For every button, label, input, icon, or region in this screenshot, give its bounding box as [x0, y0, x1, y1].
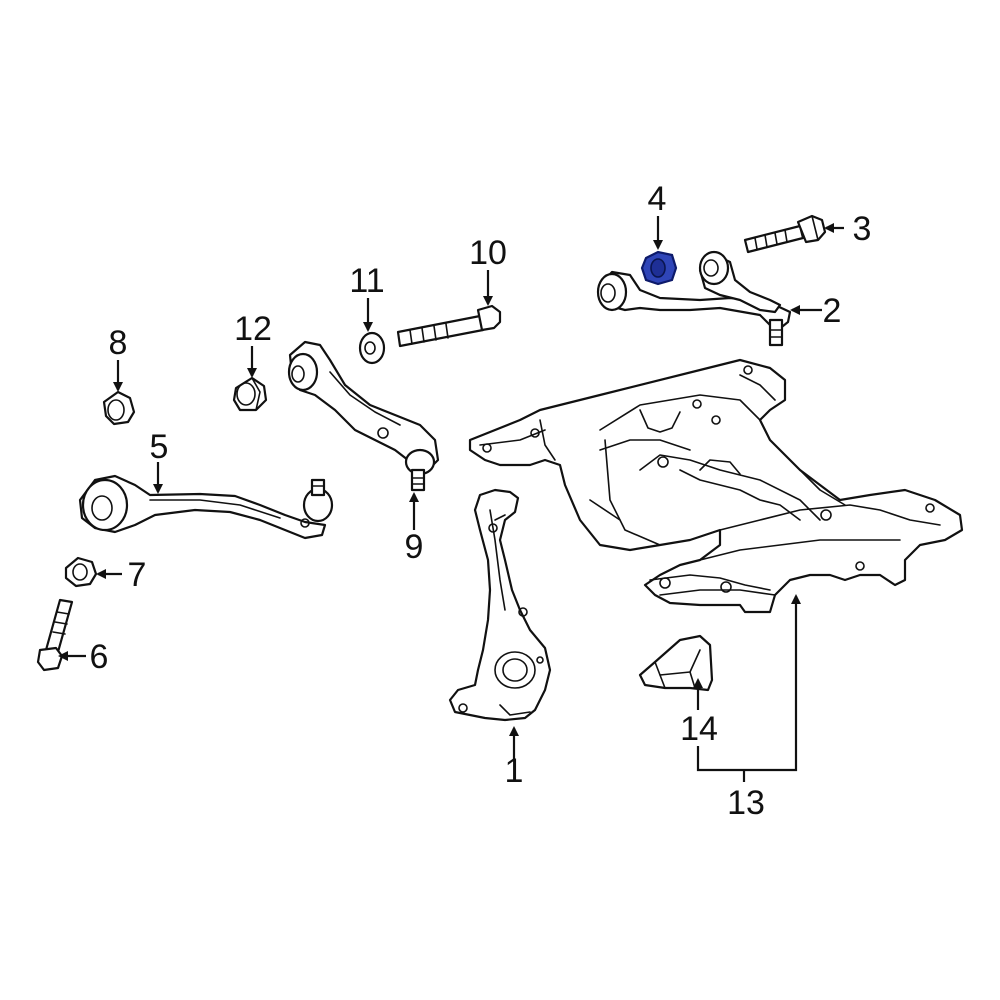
callout-12: 12 — [234, 310, 272, 348]
upper-arm-bolt-part[interactable] — [743, 214, 827, 254]
lower-arm-bolt-part[interactable] — [396, 304, 502, 348]
callout-labels: 1 2 3 4 5 6 7 8 9 10 11 12 13 14 — [90, 180, 872, 822]
upper-arm-nut-part[interactable] — [640, 250, 678, 286]
callout-8: 8 — [109, 324, 128, 362]
callout-6: 6 — [90, 638, 109, 676]
callout-11: 11 — [349, 262, 384, 300]
leader-lines — [58, 216, 844, 782]
callout-14: 14 — [680, 710, 718, 748]
nut-part[interactable] — [64, 556, 98, 588]
callout-3: 3 — [853, 210, 872, 248]
callout-9: 9 — [405, 528, 424, 566]
subframe-part[interactable] — [468, 358, 964, 614]
callout-13: 13 — [727, 784, 765, 822]
bracket-part[interactable] — [638, 634, 714, 692]
leader-13 — [696, 594, 801, 772]
lower-control-arm-part[interactable] — [78, 474, 334, 540]
callout-10: 10 — [469, 234, 507, 272]
bushing-part[interactable] — [232, 376, 268, 412]
upper-control-arm-part[interactable] — [596, 250, 792, 347]
callout-2: 2 — [823, 292, 842, 330]
thrust-arm-part[interactable] — [287, 340, 440, 492]
callout-1: 1 — [505, 752, 524, 790]
steering-knuckle-part[interactable] — [448, 488, 552, 722]
callout-5: 5 — [150, 428, 169, 466]
callout-7: 7 — [128, 556, 147, 594]
callout-4: 4 — [648, 180, 667, 218]
washer-part[interactable] — [358, 331, 386, 365]
bushing-small-part[interactable] — [102, 390, 136, 426]
lower-bolt-part[interactable] — [36, 598, 74, 672]
